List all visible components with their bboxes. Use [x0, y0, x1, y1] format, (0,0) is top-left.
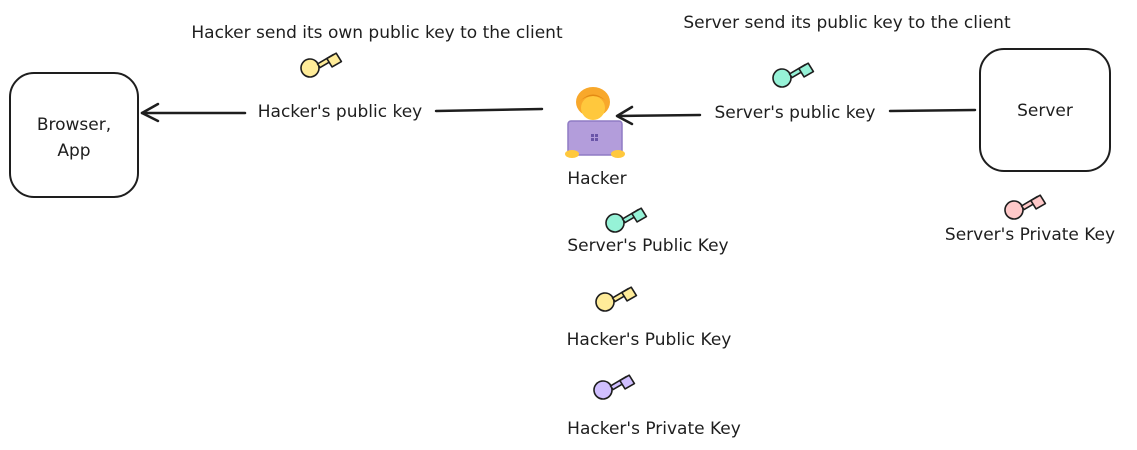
server-box [979, 48, 1111, 172]
edge-hacker-to-client-label: Hacker's public key [258, 102, 422, 122]
laptop-logo-icon [591, 138, 594, 141]
edge-server-to-hacker-label: Server's public key [715, 103, 876, 123]
annotation-hacker-sends: Hacker send its own public key to the cl… [191, 23, 563, 43]
key-label-hacker-server-public: Server's Public Key [567, 236, 728, 256]
key-icon [591, 373, 637, 401]
hacker-hand-icon [611, 150, 625, 158]
server-label: Server [1017, 101, 1073, 121]
key-hacker-public [593, 285, 639, 313]
client-box [9, 72, 139, 198]
client-label-line1: Browser, [37, 115, 111, 135]
annotation-server-sends: Server send its public key to the client [683, 13, 1011, 33]
hacker-label: Hacker [567, 169, 626, 189]
key-hacker-private [591, 373, 637, 401]
laptop-logo-icon [595, 138, 598, 141]
laptop-logo-icon [591, 134, 594, 137]
hacker-fringe-icon [580, 94, 606, 101]
client-label-line2: App [57, 141, 90, 161]
hacker-hand-icon [565, 150, 579, 158]
key-hacker-server-public [603, 206, 649, 234]
hacker-face-icon [581, 96, 605, 120]
edge-server-to-hacker-line-right [888, 108, 977, 113]
hacker-avatar [565, 87, 625, 158]
key-icon [298, 51, 344, 79]
key-icon [603, 206, 649, 234]
key-server-private [1002, 193, 1048, 221]
laptop-logo-icon [595, 134, 598, 137]
arrowhead-client [140, 102, 160, 123]
key-icon [770, 61, 816, 89]
arrowhead-hacker [615, 105, 634, 126]
server-node: Server [979, 48, 1111, 172]
edge-server-to-hacker-line-left [616, 113, 702, 118]
client-node: Browser, App [9, 72, 139, 198]
key-icon [1002, 193, 1048, 221]
key-hacker-public-top [298, 51, 344, 79]
edge-hacker-to-client-line-right [434, 107, 544, 113]
edge-hacker-to-client: Hacker's public key [140, 102, 544, 123]
key-label-hacker-private: Hacker's Private Key [567, 419, 741, 439]
key-server-public-top [770, 61, 816, 89]
key-label-hacker-public: Hacker's Public Key [567, 330, 732, 350]
edge-server-to-hacker: Server's public key [615, 103, 977, 126]
key-label-server-private: Server's Private Key [945, 225, 1115, 245]
key-icon [593, 285, 639, 313]
